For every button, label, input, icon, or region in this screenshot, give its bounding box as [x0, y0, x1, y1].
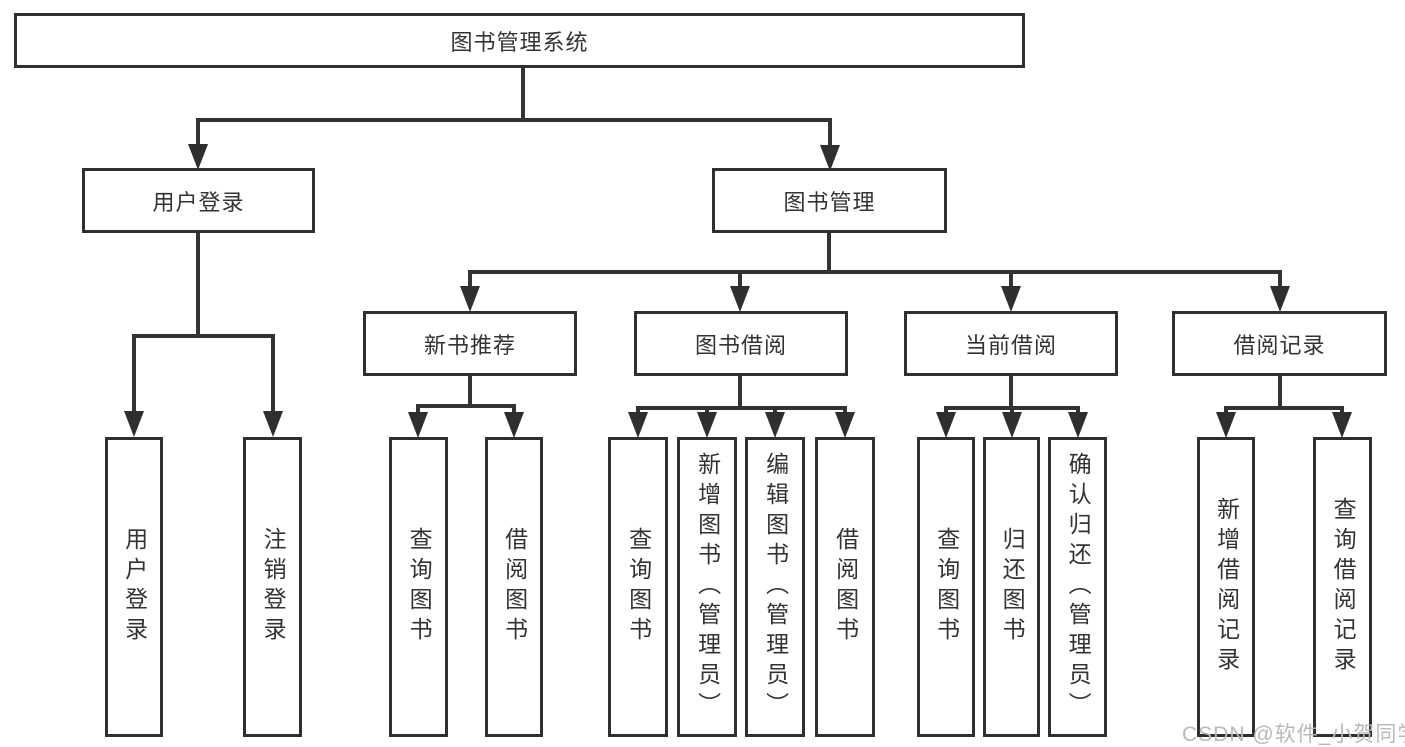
- leaf-current-return-books: 归还图书: [983, 437, 1040, 737]
- arrow-down-icon: [697, 412, 717, 438]
- node-current-borrow: 当前借阅: [904, 311, 1118, 376]
- node-user-login-label: 用户登录: [152, 189, 245, 215]
- leaf-records-query-record-label: 查询借阅记录: [1330, 497, 1357, 677]
- arrow-down-icon: [835, 412, 855, 438]
- node-book-management-label: 图书管理: [783, 189, 876, 215]
- arrow-down-icon: [1270, 286, 1290, 312]
- arrow-down-icon: [460, 286, 480, 312]
- connector-current-borrow-leaves: [944, 374, 1080, 416]
- arrow-down-icon: [1332, 412, 1352, 438]
- connector-borrow-records-leaves: [1224, 374, 1344, 416]
- leaf-newbook-query-books-label: 查询图书: [406, 527, 433, 647]
- leaf-newbook-borrow-books: 借阅图书: [485, 437, 543, 737]
- arrow-down-icon: [263, 411, 283, 437]
- leaf-borrow-borrow-books: 借阅图书: [815, 437, 875, 737]
- leaf-records-add-record: 新增借阅记录: [1197, 437, 1255, 737]
- arrow-down-icon: [730, 286, 750, 312]
- arrow-down-icon: [124, 411, 144, 437]
- arrow-down-icon: [1216, 412, 1236, 438]
- leaf-current-confirm-return-admin: 确认归还（管理员）: [1048, 437, 1107, 737]
- arrow-down-icon: [628, 412, 648, 438]
- node-book-borrow: 图书借阅: [634, 311, 848, 376]
- arrow-down-icon: [504, 412, 524, 438]
- node-book-borrow-label: 图书借阅: [694, 332, 787, 358]
- leaf-current-query-books: 查询图书: [917, 437, 975, 737]
- leaf-records-add-record-label: 新增借阅记录: [1213, 497, 1240, 677]
- leaf-user-login-label: 用户登录: [121, 527, 148, 647]
- node-book-management: 图书管理: [712, 168, 947, 233]
- connector-book-management-children: [468, 231, 1282, 290]
- node-borrow-records-label: 借阅记录: [1233, 332, 1326, 358]
- connector-book-borrow-leaves: [636, 374, 847, 416]
- leaf-borrow-query-books-label: 查询图书: [625, 527, 652, 647]
- connector-root-to-level2: [196, 66, 832, 151]
- leaf-current-confirm-return-admin-label: 确认归还（管理员）: [1065, 452, 1092, 722]
- arrow-down-icon: [820, 145, 840, 171]
- node-root: 图书管理系统: [14, 13, 1025, 68]
- leaf-current-return-books-label: 归还图书: [999, 527, 1026, 647]
- leaf-logout: 注销登录: [243, 437, 302, 737]
- csdn-watermark: CSDN @软件_小贺同学: [1182, 723, 1405, 746]
- leaf-current-query-books-label: 查询图书: [933, 527, 960, 647]
- arrow-down-icon: [936, 412, 956, 438]
- node-new-book-recommend-label: 新书推荐: [423, 332, 516, 358]
- connector-user-login-children: [132, 231, 275, 414]
- arrow-down-icon: [408, 412, 428, 438]
- node-current-borrow-label: 当前借阅: [964, 332, 1057, 358]
- leaf-borrow-borrow-books-label: 借阅图书: [832, 527, 859, 647]
- leaf-borrow-add-book-admin: 新增图书（管理员）: [677, 437, 737, 737]
- arrowheads: [124, 144, 1352, 438]
- leaf-borrow-edit-book-admin: 编辑图书（管理员）: [745, 437, 805, 737]
- arrow-down-icon: [1068, 412, 1088, 438]
- leaf-user-login: 用户登录: [105, 437, 163, 737]
- arrow-down-icon: [765, 412, 785, 438]
- connector-new-book-leaves: [416, 374, 516, 416]
- node-borrow-records: 借阅记录: [1172, 311, 1387, 376]
- node-user-login: 用户登录: [82, 168, 315, 233]
- arrow-down-icon: [1001, 286, 1021, 312]
- arrow-down-icon: [1002, 412, 1022, 438]
- node-root-label: 图书管理系统: [450, 29, 589, 55]
- leaf-newbook-borrow-books-label: 借阅图书: [501, 527, 528, 647]
- leaf-logout-label: 注销登录: [260, 527, 287, 647]
- node-new-book-recommend: 新书推荐: [363, 311, 577, 376]
- leaf-records-query-record: 查询借阅记录: [1313, 437, 1372, 737]
- leaf-borrow-edit-book-admin-label: 编辑图书（管理员）: [762, 452, 789, 722]
- arrow-down-icon: [188, 144, 208, 170]
- leaf-borrow-query-books: 查询图书: [608, 437, 668, 737]
- leaf-newbook-query-books: 查询图书: [389, 437, 448, 737]
- leaf-borrow-add-book-admin-label: 新增图书（管理员）: [694, 452, 721, 722]
